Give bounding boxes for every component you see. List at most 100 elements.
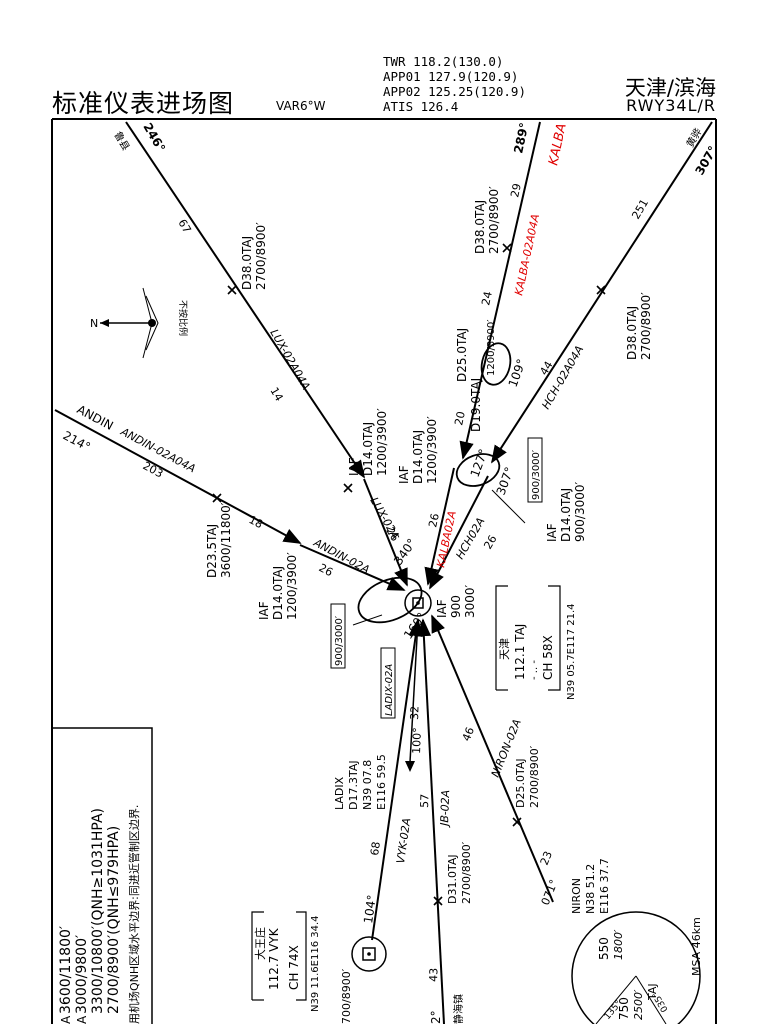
svg-text:900/3000′: 900/3000′: [531, 449, 542, 500]
svg-text:1200/3900′: 1200/3900′: [375, 408, 389, 476]
svg-text:JB-02A: JB-02A: [438, 790, 452, 829]
svg-text:68: 68: [368, 841, 383, 857]
svg-text:900/3000′: 900/3000′: [573, 482, 587, 542]
route-vyk: [371, 618, 423, 941]
svg-text:D38.0TAJ: D38.0TAJ: [473, 200, 487, 254]
svg-text:IAF: IAF: [347, 457, 361, 476]
svg-text:D14.0TAJ: D14.0TAJ: [411, 430, 425, 484]
svg-text:289°: 289°: [511, 121, 531, 154]
svg-text:VYK-02A: VYK-02A: [394, 817, 413, 864]
svg-text:LADIX-02A: LADIX-02A: [384, 664, 395, 716]
svg-text:251: 251: [629, 197, 651, 222]
airport-name: 天津/滨海: [624, 76, 716, 100]
svg-text:NIRON: NIRON: [570, 878, 583, 914]
svg-text:3000/9800′: 3000/9800′: [74, 935, 90, 1014]
freq-twr: TWR 118.2(130.0): [383, 54, 504, 69]
svg-text:CH 74X: CH 74X: [287, 945, 301, 990]
svg-text:D25.0TAJ: D25.0TAJ: [455, 328, 469, 382]
svg-text:700/8900′: 700/8900′: [340, 968, 353, 1024]
route-kalba-final: [424, 467, 455, 586]
route-ladix: [409, 619, 419, 763]
svg-text:D14.0TAJ: D14.0TAJ: [559, 488, 573, 542]
svg-text:D17.3TAJ: D17.3TAJ: [347, 760, 360, 810]
svg-text:2700/8900′: 2700/8900′: [528, 745, 541, 808]
svg-text:550: 550: [597, 937, 611, 960]
msa-circle: 550 1800′ 750 2500′ 135° 035° TAJ MSA 46…: [571, 911, 703, 1024]
svg-text:23: 23: [538, 849, 555, 867]
svg-text:14: 14: [267, 385, 285, 404]
svg-text:IAF: IAF: [545, 523, 559, 542]
not-to-scale-note: 不按比例: [177, 300, 189, 336]
svg-text:D19.0TAJ: D19.0TAJ: [469, 378, 483, 432]
svg-text:100°: 100°: [410, 727, 424, 754]
svg-text:24: 24: [479, 290, 495, 306]
svg-text:D14.0TAJ: D14.0TAJ: [361, 422, 375, 476]
svg-text:D31.0TAJ: D31.0TAJ: [446, 854, 459, 904]
svg-text:LUX-02A04A: LUX-02A04A: [267, 327, 312, 392]
svg-text:- .. -: - .. -: [529, 660, 540, 680]
svg-text:鲁县: 鲁县: [111, 129, 132, 153]
svg-text:900: 900: [449, 595, 463, 618]
svg-text:1800′: 1800′: [612, 929, 625, 960]
svg-text:57: 57: [418, 794, 431, 808]
svg-text:D14.0TAJ: D14.0TAJ: [271, 566, 285, 620]
svg-text:44: 44: [537, 359, 555, 378]
route-kalba: [459, 121, 541, 460]
svg-text:112.7 VYK: 112.7 VYK: [267, 927, 281, 990]
route-jb: [416, 618, 445, 1024]
svg-text:2700/8900′: 2700/8900′: [460, 841, 473, 904]
svg-text:黄骅: 黄骅: [683, 126, 704, 150]
hold-kalba: [480, 342, 512, 386]
svg-text:MSA 46km: MSA 46km: [690, 917, 703, 976]
svg-text:A: A: [59, 1015, 73, 1024]
svg-text:43: 43: [427, 968, 440, 982]
svg-text:26: 26: [383, 525, 401, 544]
chart-title: 标准仪表进场图: [52, 89, 235, 118]
freq-atis: ATIS 126.4: [383, 99, 459, 114]
svg-text:67: 67: [175, 217, 193, 236]
svg-text:LADIX: LADIX: [333, 776, 346, 810]
svg-text:26: 26: [481, 533, 499, 552]
svg-text:静海镇: 静海镇: [452, 994, 465, 1024]
svg-text:18: 18: [247, 513, 265, 531]
route-andin-final: [299, 544, 406, 591]
svg-text:307°: 307°: [494, 465, 517, 497]
svg-text:1200/3900′: 1200/3900′: [285, 552, 299, 620]
svg-text:750: 750: [617, 997, 631, 1020]
svg-text:A: A: [75, 1015, 89, 1024]
svg-text:IAF: IAF: [397, 465, 411, 484]
svg-text:900/3000′: 900/3000′: [334, 615, 345, 666]
hold-hch: [455, 453, 501, 487]
svg-text:2700/8900′: 2700/8900′: [254, 222, 268, 290]
svg-text:E116 59.5: E116 59.5: [375, 754, 388, 810]
notes-box: 3600/11800′ 3000/9800′ 3300/10800′(QNH≥1…: [52, 727, 153, 1024]
svg-text:N39 07.8: N39 07.8: [361, 760, 374, 810]
freq-app01: APP01 127.9(120.9): [383, 69, 519, 84]
svg-text:D38.0TAJ: D38.0TAJ: [240, 236, 254, 290]
svg-text:20: 20: [452, 410, 468, 426]
svg-text:46: 46: [460, 725, 477, 743]
route-hch-final: [429, 475, 489, 590]
svg-text:2700/8900′(QNH≤979HPA): 2700/8900′(QNH≤979HPA): [106, 826, 122, 1014]
svg-text:天津: 天津: [498, 638, 511, 660]
svg-text:IAF: IAF: [257, 601, 271, 620]
svg-text:N39 11.6E116 34.4: N39 11.6E116 34.4: [310, 916, 321, 1013]
hold-center: [357, 576, 423, 624]
svg-text:D25.0TAJ: D25.0TAJ: [514, 758, 527, 808]
svg-text:3600/11800′: 3600/11800′: [219, 502, 233, 578]
svg-text:TAJ: TAJ: [646, 983, 659, 1001]
svg-text:127°: 127°: [468, 447, 491, 479]
north-arrow: N 不按比例: [90, 287, 189, 359]
svg-text:1200/3900′: 1200/3900′: [486, 319, 497, 376]
svg-text:071°: 071°: [539, 878, 561, 907]
svg-text:D38.0TAJ: D38.0TAJ: [625, 306, 639, 360]
runway-designator: RWY34L/R: [626, 96, 716, 115]
svg-text:2700/8900′: 2700/8900′: [639, 292, 653, 360]
svg-text:214°: 214°: [61, 428, 93, 454]
route-lux: [125, 121, 366, 479]
vyk-vor-symbol: [351, 936, 387, 972]
svg-text:26: 26: [317, 561, 335, 579]
svg-text:大王庄: 大王庄: [253, 927, 267, 960]
svg-text:26: 26: [426, 512, 442, 528]
